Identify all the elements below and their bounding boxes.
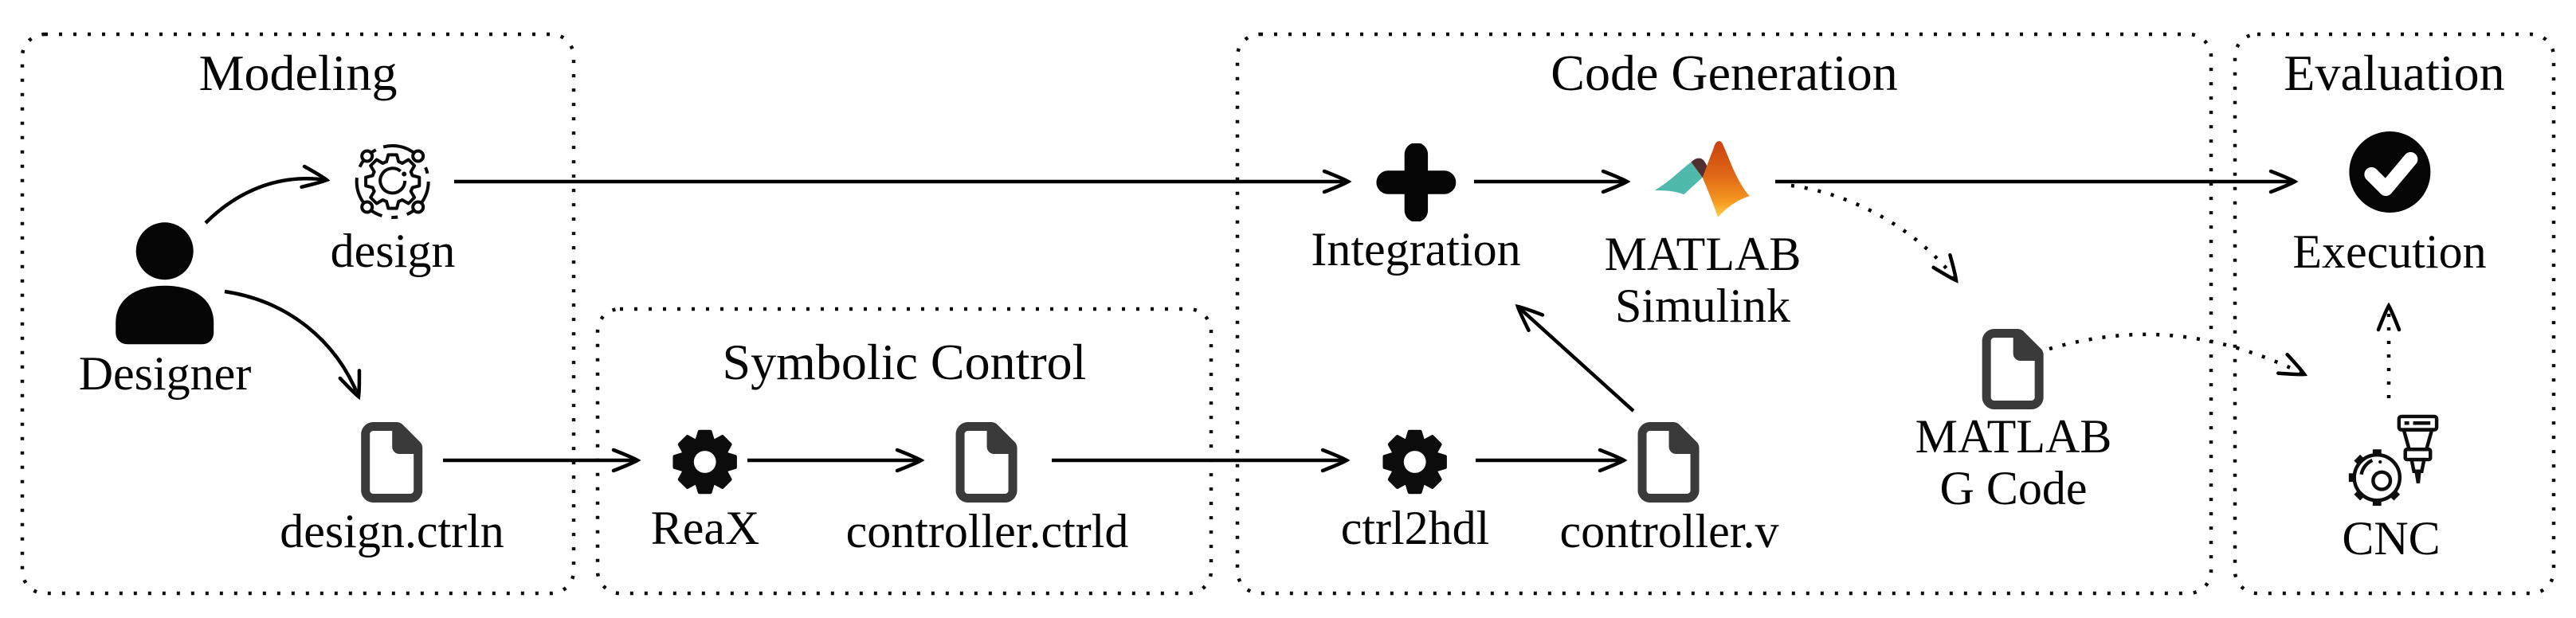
- arrow-designer-to-design: [204, 164, 331, 225]
- ctrl2hdl-label: ctrl2hdl: [1340, 502, 1490, 554]
- node-design: design: [330, 140, 456, 279]
- check-circle-icon: [2348, 131, 2430, 213]
- matlab-label: MATLAB: [1604, 228, 1802, 280]
- cnc-machine-icon: [2348, 414, 2439, 507]
- evaluation-box-title: Evaluation: [2284, 45, 2505, 101]
- gcode-label-line2: G Code: [1939, 462, 2088, 514]
- reax-label: ReaX: [650, 502, 760, 554]
- node-execution: Execution: [2292, 130, 2487, 280]
- matlab-logo-icon: [1654, 141, 1751, 217]
- modeling-box-title: Modeling: [198, 45, 398, 101]
- person-icon: [116, 222, 214, 345]
- gear-icon: [1377, 424, 1453, 500]
- node-design-ctrln: design.ctrln: [280, 420, 504, 559]
- node-reax: ReaX: [650, 424, 760, 556]
- controller-ctrld-label: controller.ctrld: [845, 505, 1129, 557]
- designer-label: Designer: [78, 347, 252, 400]
- symbolic-control-box-border: [595, 307, 1214, 596]
- code-generation-box-title: Code Generation: [1551, 45, 1898, 101]
- arrow-designer-to-design-ctrln: [224, 289, 362, 401]
- node-ctrl2hdl: ctrl2hdl: [1340, 424, 1490, 556]
- design-label: design: [330, 225, 456, 277]
- symbolic-control-box-title: Symbolic Control: [722, 334, 1087, 390]
- file-icon: [359, 420, 425, 503]
- arrow-controller-v-to-integration: [1515, 303, 1635, 413]
- dotted-arrow-matlab-to-gcode: [1790, 183, 1958, 284]
- plus-icon: [1376, 143, 1456, 221]
- node-controller-v: controller.v: [1559, 420, 1779, 559]
- node-cnc: CNC: [2341, 412, 2441, 566]
- gcode-label-line1: MATLAB: [1915, 410, 2112, 463]
- design-ctrln-label: design.ctrln: [280, 505, 504, 557]
- gear-icon: [667, 424, 743, 500]
- file-icon: [955, 420, 1020, 503]
- controller-v-label: controller.v: [1559, 505, 1779, 557]
- integration-label: Integration: [1311, 223, 1521, 276]
- process-gear-icon: [355, 144, 430, 219]
- file-icon: [1637, 420, 1702, 503]
- code-generation-box-border: [1235, 32, 2213, 596]
- cnc-label: CNC: [2342, 512, 2441, 565]
- node-integration: Integration: [1311, 143, 1521, 277]
- node-matlab-simulink: MATLAB Simulink: [1604, 137, 1802, 338]
- node-designer: Designer: [78, 220, 252, 401]
- node-controller-ctrld: controller.ctrld: [845, 420, 1129, 559]
- simulink-label: Simulink: [1614, 280, 1791, 332]
- file-icon: [1982, 327, 2045, 410]
- node-matlab-gcode: MATLAB G Code: [1915, 327, 2112, 520]
- execution-label: Execution: [2292, 225, 2487, 278]
